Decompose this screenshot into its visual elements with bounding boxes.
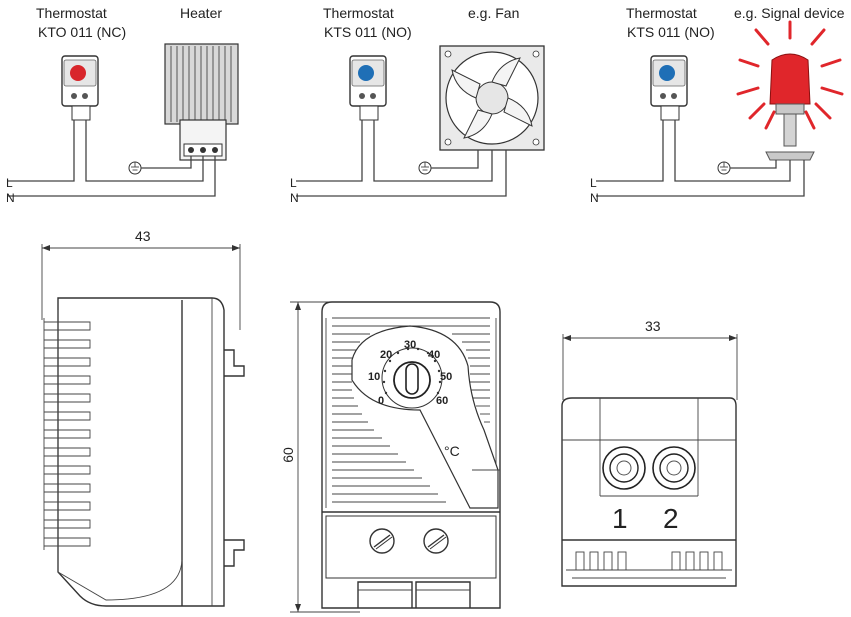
unit-celsius-label: °C (444, 443, 460, 459)
side-view-drawing: 43 (41, 228, 245, 607)
signal-earth-icon (717, 160, 777, 175)
terminal-1-socket-icon (602, 446, 646, 490)
dial-scale-10: 10 (368, 371, 380, 383)
heater-thermostat-device (61, 55, 99, 121)
dial-scale-50: 50 (440, 371, 452, 383)
heater-earth-icon (128, 156, 192, 175)
fan-device (439, 45, 545, 151)
fan-thermostat-model: KTS 011 (NO) (324, 24, 412, 40)
fan-thermostat-device (349, 55, 387, 121)
dim-front-height: 60 (280, 447, 296, 463)
bottom-clips (566, 551, 732, 579)
fan-line-label: L (290, 176, 297, 190)
dial-scale-20: 20 (380, 349, 392, 361)
wiring-diagram-signal: Thermostat KTS 011 (NO) e.g. Signal devi… (590, 5, 845, 205)
signal-thermostat-title: Thermostat (626, 5, 697, 21)
signal-line-label: L (590, 176, 597, 190)
bottom-view-drawing: 33 1 2 (561, 318, 738, 587)
blue-knob-icon (358, 65, 374, 81)
heater-device-label: Heater (180, 5, 222, 21)
red-knob-icon (70, 65, 86, 81)
fan-neutral-label: N (290, 191, 299, 205)
heater-thermostat-title: Thermostat (36, 5, 107, 21)
front-screw-right-icon (423, 528, 449, 554)
signal-neutral-label: N (590, 191, 599, 205)
temperature-dial-knob (393, 361, 431, 399)
signal-device-label: e.g. Signal device (734, 5, 845, 21)
heater-device (164, 43, 239, 161)
wiring-diagram-fan: Thermostat KTS 011 (NO) e.g. Fan (290, 5, 545, 205)
side-fins (43, 310, 91, 572)
dim-side-width: 43 (135, 228, 151, 244)
heater-thermostat-model: KTO 011 (NC) (38, 24, 126, 40)
wiring-diagram-heater: Thermostat KTO 011 (NC) Heater (6, 5, 239, 205)
front-screw-left-icon (369, 528, 395, 554)
dial-scale-60: 60 (436, 395, 448, 407)
dial-scale-0: 0 (378, 395, 384, 407)
dial-scale-30: 30 (404, 339, 416, 351)
signal-thermostat-device (650, 55, 688, 121)
terminal-1-label: 1 (612, 503, 628, 534)
front-view-drawing: 60 (280, 301, 501, 613)
fan-earth-icon (418, 150, 479, 175)
heater-neutral-label: N (6, 191, 15, 205)
dial-scale-40: 40 (428, 349, 440, 361)
front-grille (325, 317, 497, 508)
fan-thermostat-title: Thermostat (323, 5, 394, 21)
dim-bottom-width: 33 (645, 318, 661, 334)
signal-thermostat-model: KTS 011 (NO) (627, 24, 715, 40)
terminal-2-label: 2 (663, 503, 679, 534)
heater-line-label: L (6, 176, 13, 190)
blue-knob-icon (659, 65, 675, 81)
terminal-2-socket-icon (652, 446, 696, 490)
signal-beacon-device (736, 20, 844, 161)
fan-device-label: e.g. Fan (468, 5, 519, 21)
